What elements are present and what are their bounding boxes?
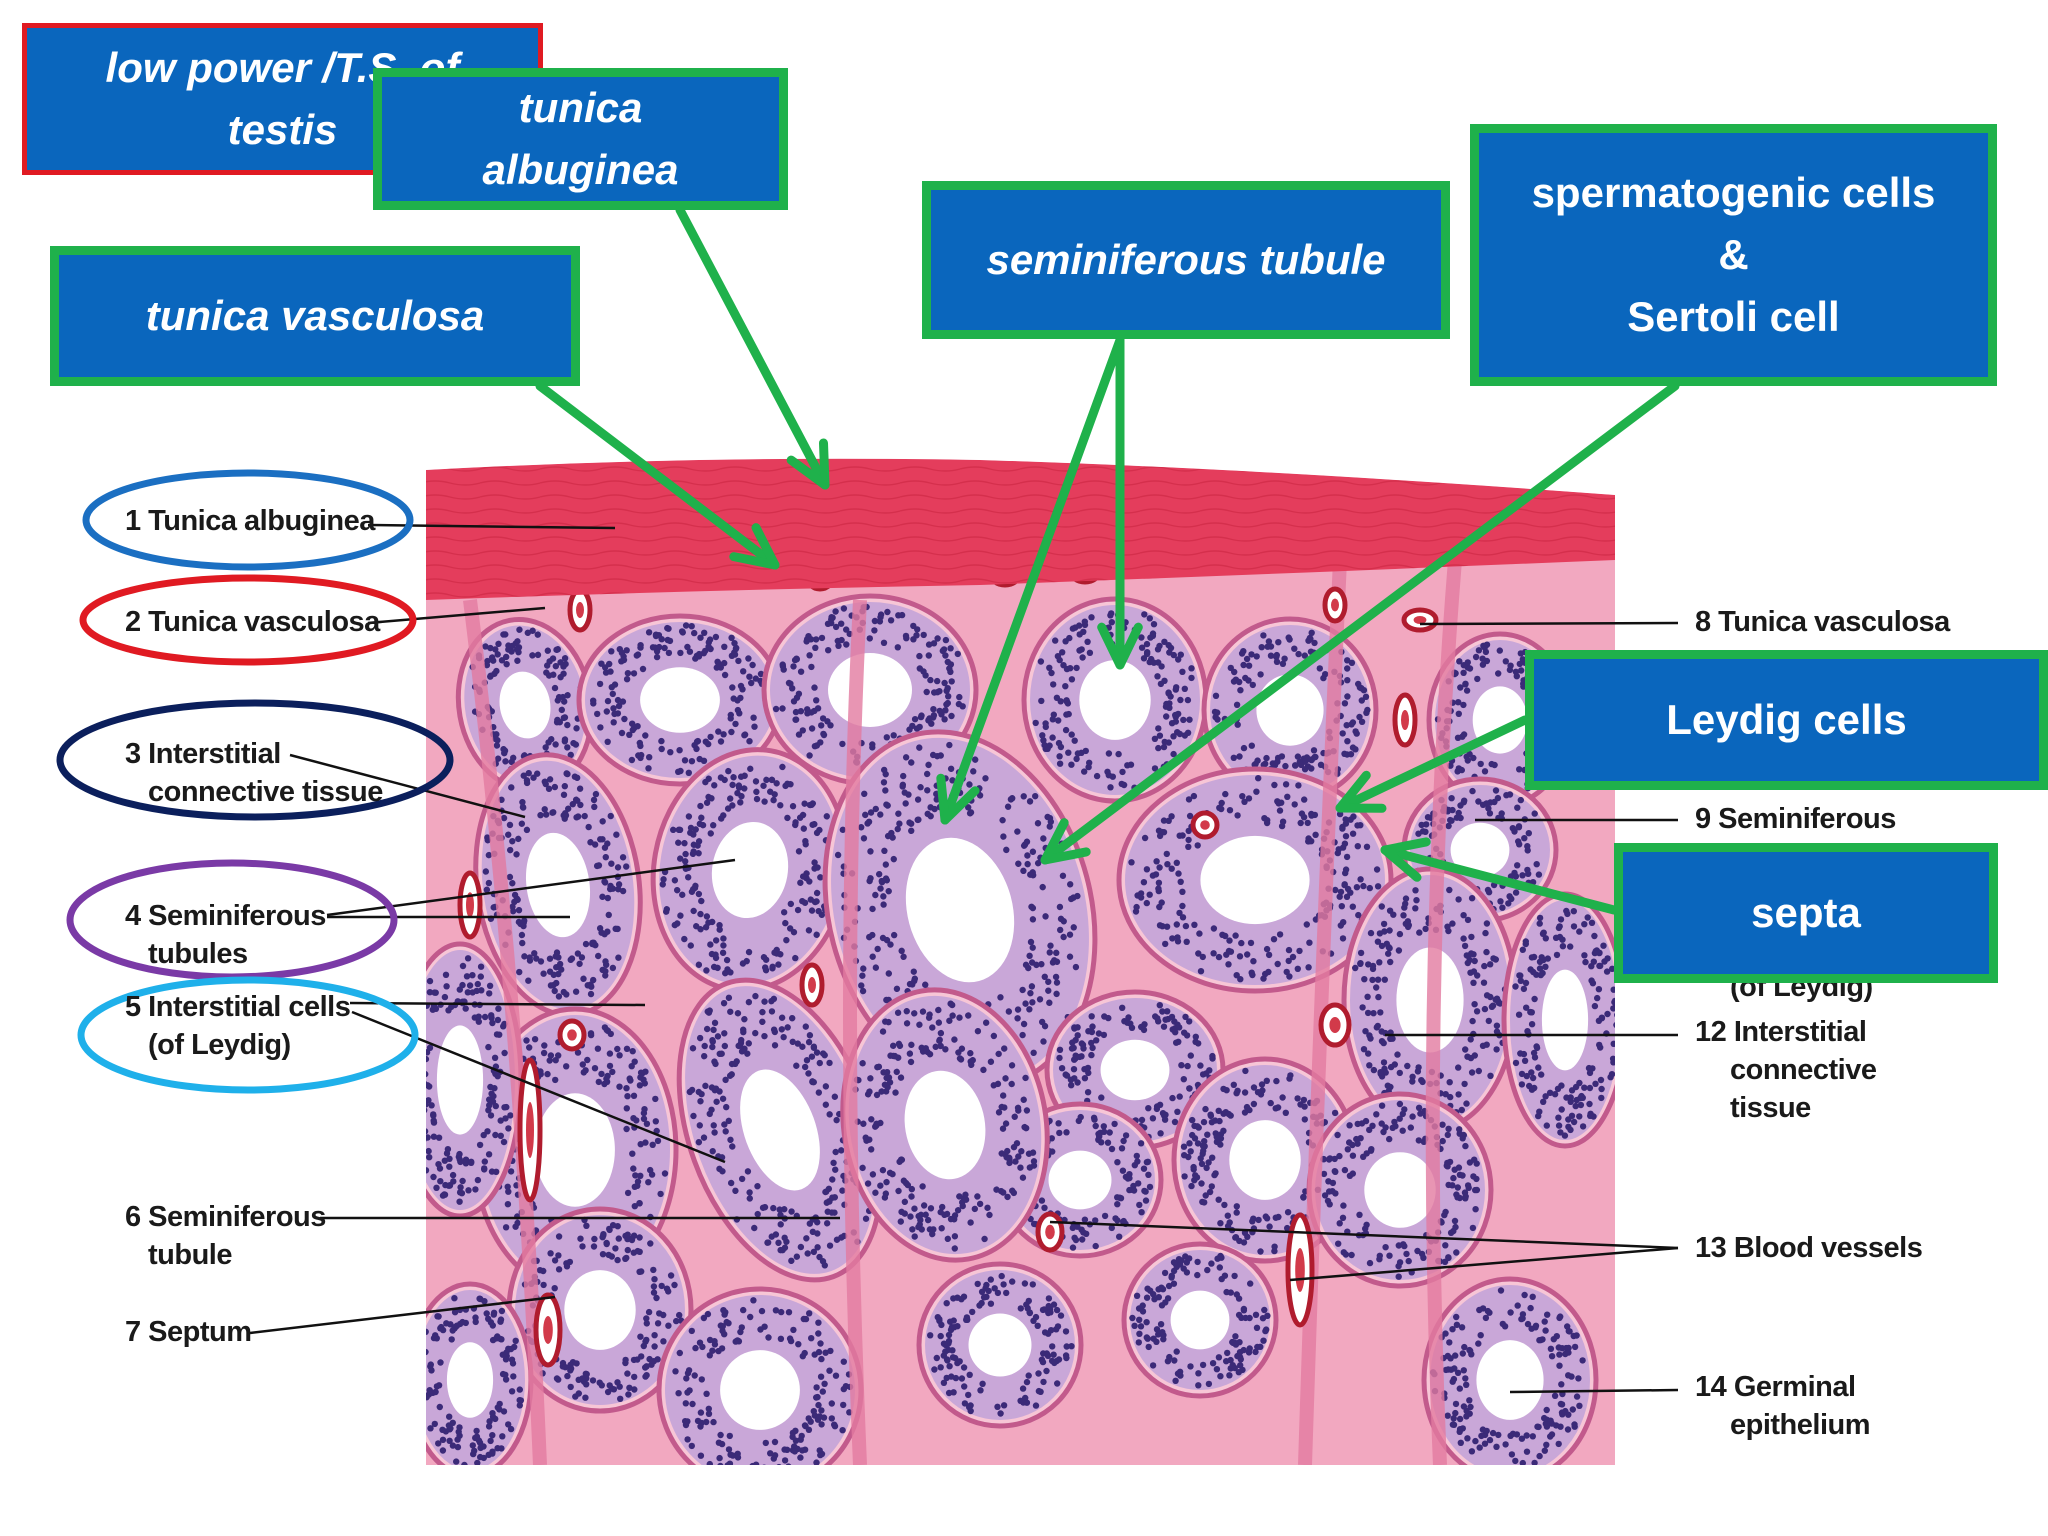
label-3-interstitial-line1: 3 Interstitial — [125, 738, 281, 770]
blood-vessel — [1190, 810, 1220, 840]
label-13-blood-vessels: 13 Blood vessels — [1695, 1232, 1923, 1264]
label-highlight-rings — [56, 469, 454, 1094]
label-highlight-ring — [77, 976, 419, 1094]
blood-vessel — [1401, 607, 1439, 633]
seminiferous-tubule — [676, 977, 884, 1283]
blood-vessel — [567, 587, 593, 633]
leader-line — [1049, 1220, 1679, 1250]
blood-vessel — [557, 1018, 587, 1052]
label-14-germinal-line1: 14 Germinal — [1695, 1371, 1856, 1403]
callout-tunica-vasculosa-text: tunica vasculosa — [145, 292, 485, 339]
callout-seminiferous-tubule: seminiferous tubule — [922, 181, 1450, 339]
callout-arrow — [675, 205, 830, 490]
blood-vessel — [1035, 1211, 1065, 1253]
blood-vessel — [457, 870, 483, 940]
leader-line — [289, 753, 526, 819]
seminiferous-tubule — [822, 729, 1098, 1091]
blood-vessel — [799, 962, 825, 1008]
callout-spermatogenic-sertoli: spermatogenic cells & Sertoli cell — [1470, 124, 1997, 386]
label-5-interstitial-cells-line1: 5 Interstitial cells — [125, 991, 351, 1023]
seminiferous-tubule — [1021, 596, 1209, 804]
label-8-tunica-vasculosa: 8 Tunica vasculosa — [1695, 606, 1950, 638]
seminiferous-tubule — [1121, 1241, 1279, 1399]
seminiferous-tubule — [656, 1286, 864, 1465]
blood-vessel — [1318, 1002, 1352, 1048]
leader-line — [349, 1001, 646, 1007]
seminiferous-tubule — [650, 747, 850, 993]
callout-septa: septa — [1614, 843, 1998, 983]
leader-line — [367, 606, 546, 625]
seminiferous-tubule — [1306, 1091, 1494, 1289]
label-12-interstitial-line1: 12 Interstitial — [1695, 1016, 1867, 1048]
blood-vessel — [1322, 586, 1348, 624]
callout-spermatogenic-sertoli-text: spermatogenic cells & Sertoli cell — [1531, 169, 1936, 340]
blood-vessel — [533, 1292, 563, 1368]
callout-leydig-cells: Leydig cells — [1525, 650, 2048, 790]
label-1-tunica-albuginea: 1 Tunica albuginea — [125, 505, 375, 537]
label-3-interstitial-line2: connective tissue — [148, 776, 383, 808]
label-2-tunica-vasculosa: 2 Tunica vasculosa — [125, 606, 380, 638]
seminiferous-tubule — [576, 613, 784, 787]
leader-line — [326, 858, 736, 917]
callout-arrow — [535, 381, 780, 570]
callout-seminiferous-tubule-text: seminiferous tubule — [986, 236, 1386, 283]
leader-line — [1509, 1388, 1679, 1394]
callout-tunica-albuginea-text: tunica albuginea — [482, 84, 679, 193]
blood-vessel — [517, 1057, 543, 1203]
seminiferous-tubule — [916, 1261, 1084, 1429]
label-6-seminiferous-line1: 6 Seminiferous — [125, 1201, 326, 1233]
callout-arrow — [1380, 837, 1619, 915]
leader-line — [1419, 621, 1679, 626]
tunica-albuginea-fibers — [426, 458, 1615, 600]
label-highlight-ring — [82, 469, 414, 571]
label-highlight-ring — [79, 574, 417, 666]
septum — [843, 599, 867, 1465]
callout-arrow — [1040, 381, 1680, 865]
seminiferous-tubule — [1501, 891, 1615, 1149]
leader-line — [1289, 1246, 1679, 1282]
seminiferous-tubule — [426, 941, 524, 1219]
blood-vessel — [1285, 1212, 1315, 1328]
callout-leydig-cells-text: Leydig cells — [1666, 696, 1907, 743]
callout-arrows — [535, 205, 1680, 915]
label-highlight-ring — [56, 699, 454, 821]
label-14-germinal-line2: epithelium — [1730, 1409, 1871, 1441]
callout-tunica-vasculosa: tunica vasculosa — [50, 246, 580, 386]
callout-arrow — [936, 335, 1125, 825]
label-6-seminiferous-line2: tubule — [148, 1239, 233, 1271]
callout-arrow — [1097, 335, 1143, 670]
callout-tunica-albuginea: tunica albuginea — [373, 68, 788, 210]
label-7-septum: 7 Septum — [125, 1316, 252, 1348]
callout-arrow — [1335, 715, 1530, 813]
title-box: low power /T.S. of testis — [22, 23, 543, 175]
leader-line — [249, 1295, 556, 1335]
callout-septa-text: septa — [1751, 889, 1861, 936]
seminiferous-tubule — [426, 1281, 534, 1465]
seminiferous-tubule — [1421, 1276, 1599, 1465]
label-5-interstitial-cells-line2: (of Leydig) — [148, 1029, 291, 1061]
septum — [1425, 559, 1462, 1465]
label-12-interstitial-line3: tissue — [1730, 1092, 1811, 1124]
title-text: low power /T.S. of testis — [105, 44, 460, 153]
label-12-interstitial-line2: connective — [1730, 1054, 1877, 1086]
septum — [1298, 559, 1347, 1465]
label-9-seminiferous: 9 Seminiferous — [1695, 803, 1896, 835]
blood-vessel — [1392, 692, 1418, 748]
label-4-seminiferous-line1: 4 Seminiferous — [125, 900, 326, 932]
label-4-seminiferous-line2: tubules — [148, 938, 248, 970]
